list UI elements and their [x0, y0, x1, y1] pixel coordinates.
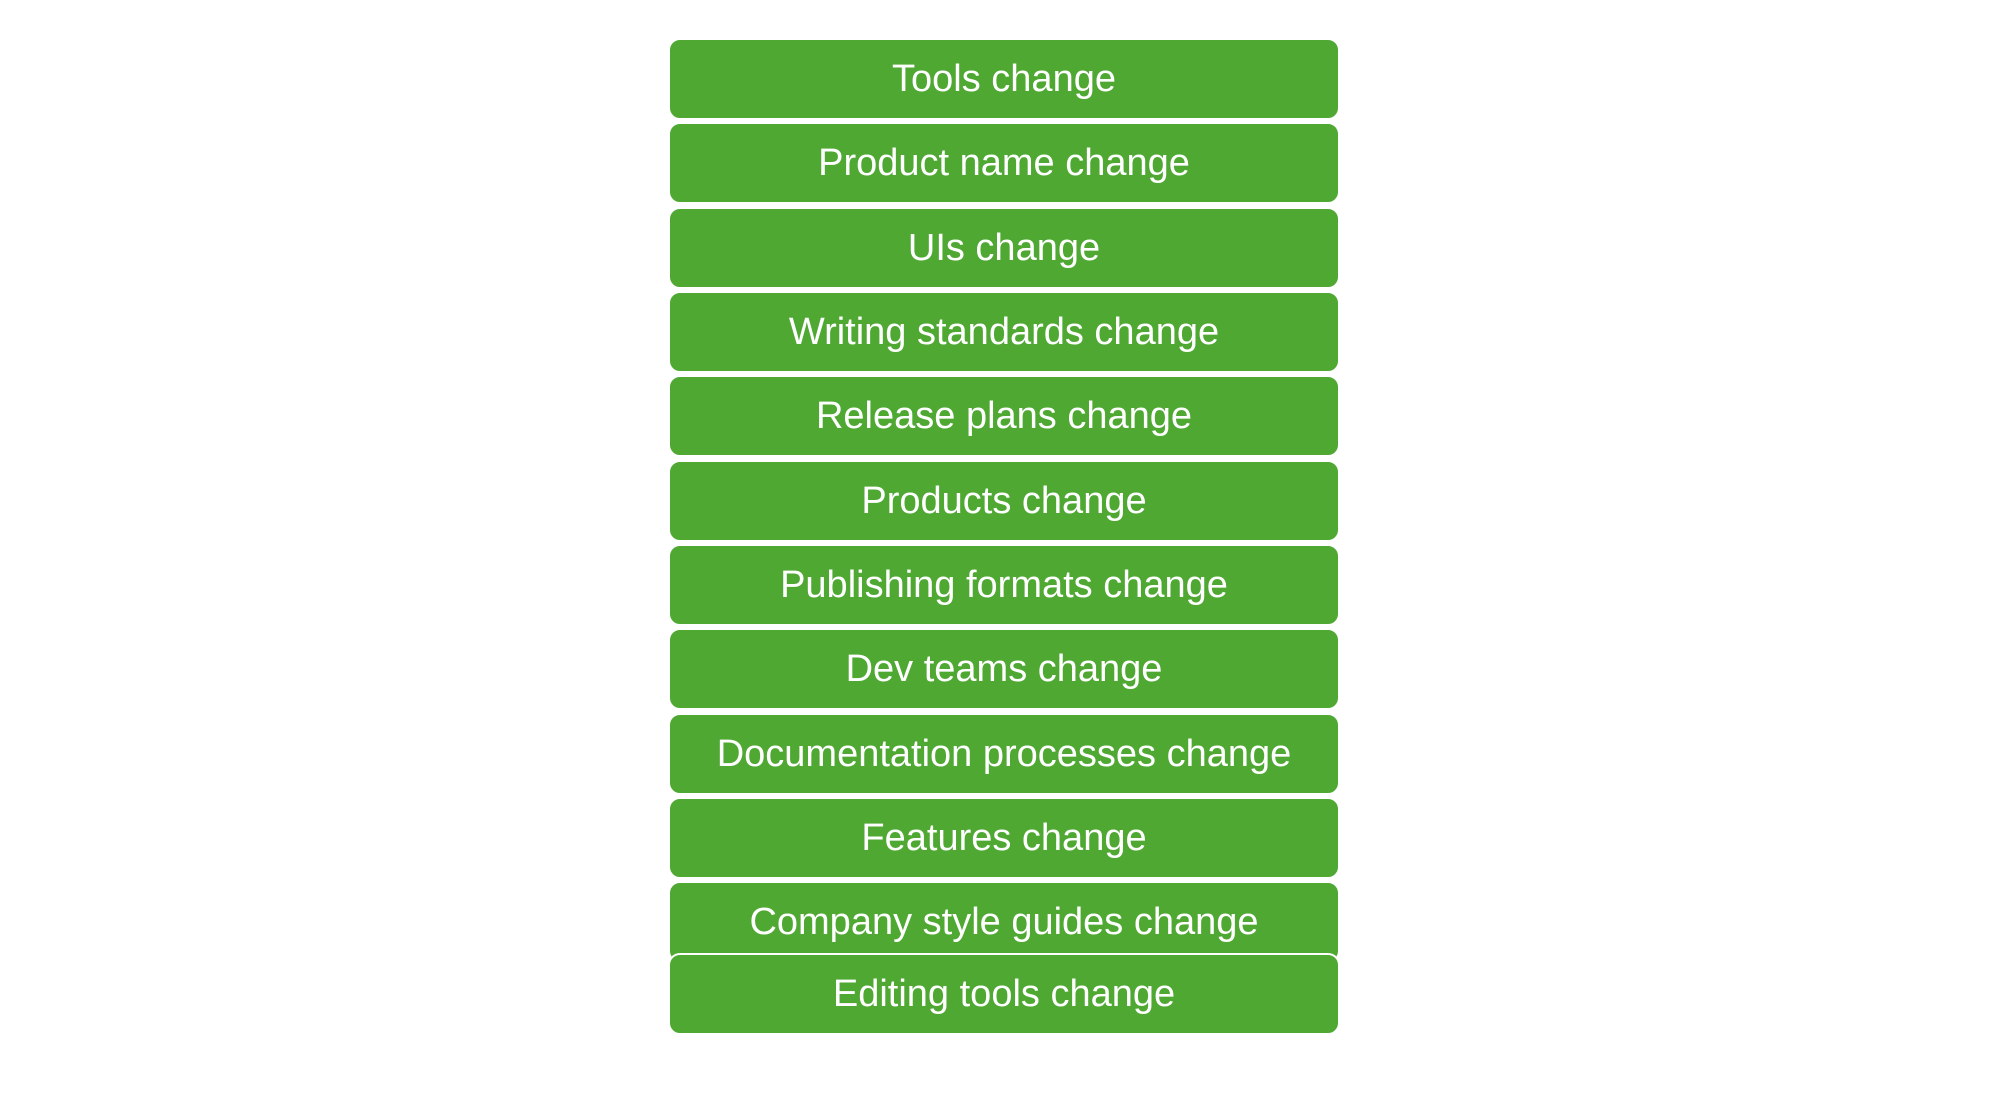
- change-box-documentation-processes: Documentation processes change: [668, 713, 1340, 795]
- change-box-features: Features change: [668, 797, 1340, 879]
- change-box-stack: Tools change Product name change UIs cha…: [668, 38, 1340, 1038]
- change-box-tools: Tools change: [668, 38, 1340, 120]
- change-box-dev-teams: Dev teams change: [668, 628, 1340, 710]
- change-box-company-style-guides: Company style guides change: [668, 881, 1340, 963]
- change-box-release-plans: Release plans change: [668, 375, 1340, 457]
- change-box-editing-tools: Editing tools change: [668, 953, 1340, 1035]
- change-box-product-name: Product name change: [668, 122, 1340, 204]
- change-box-publishing-formats: Publishing formats change: [668, 544, 1340, 626]
- change-box-products: Products change: [668, 460, 1340, 542]
- change-box-writing-standards: Writing standards change: [668, 291, 1340, 373]
- change-box-uis: UIs change: [668, 207, 1340, 289]
